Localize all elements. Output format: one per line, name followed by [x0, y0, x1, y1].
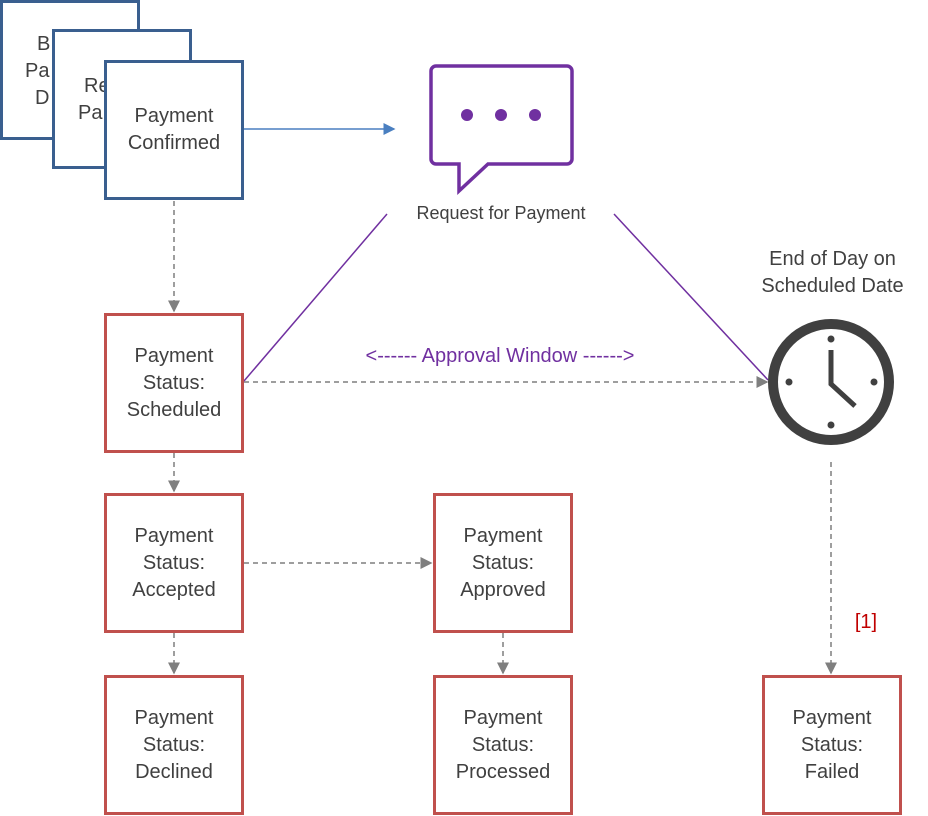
text-line: Re	[84, 75, 110, 97]
status-failed-box: Payment Status: Failed	[762, 675, 902, 815]
text-line: Payment	[134, 524, 214, 547]
text-line: D	[35, 87, 50, 109]
text-line: Status:	[800, 733, 864, 756]
text-line: Processed	[455, 760, 551, 783]
text-line: B	[37, 33, 51, 55]
text-line: Accepted	[132, 578, 216, 601]
request-for-payment-label: Request for Payment	[416, 203, 586, 223]
approval-window-left-line	[243, 213, 388, 382]
text-line: Declined	[135, 760, 213, 783]
text-line: Status:	[471, 551, 535, 574]
text-line: Payment	[134, 706, 214, 729]
approval-window-right-line	[613, 213, 769, 381]
approval-window-label: <------ Approval Window ------>	[365, 345, 635, 367]
text-line: Payment	[463, 706, 543, 729]
status-approved-box: Payment Status: Approved	[433, 493, 573, 633]
text-line: Status:	[142, 733, 206, 756]
stacked-document-middle-text: Re Pa	[78, 73, 110, 127]
deadline-label: End of Day on Scheduled Date	[740, 246, 925, 300]
footnote-marker: [1]	[854, 611, 878, 633]
text-line: Payment	[134, 344, 214, 367]
text-line: Pa	[78, 102, 103, 124]
clock-icon	[768, 319, 894, 445]
payment-confirmed-box: Payment Confirmed	[104, 60, 244, 200]
status-declined-box: Payment Status: Declined	[104, 675, 244, 815]
text-line: Confirmed	[127, 132, 221, 154]
text-line: Pa	[25, 60, 50, 82]
text-line: Failed	[804, 760, 860, 783]
text-line: Status:	[142, 551, 206, 574]
text-line: End of Day on	[769, 248, 896, 270]
text-line: Scheduled Date	[761, 275, 904, 297]
text-line: Scheduled	[126, 398, 222, 421]
text-line: Payment	[134, 105, 214, 127]
text-line: Status:	[471, 733, 535, 756]
text-line: Status:	[142, 371, 206, 394]
text-line: Payment	[463, 524, 543, 547]
status-accepted-box: Payment Status: Accepted	[104, 493, 244, 633]
speech-bubble-ellipsis-icon	[429, 64, 574, 196]
status-scheduled-box: Payment Status: Scheduled	[104, 313, 244, 453]
text-line: Payment	[792, 706, 872, 729]
text-line: Approved	[460, 578, 546, 601]
status-processed-box: Payment Status: Processed	[433, 675, 573, 815]
